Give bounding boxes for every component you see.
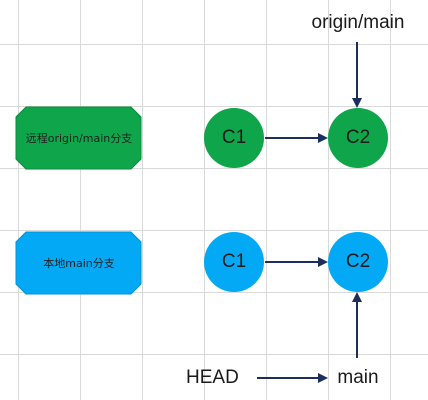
remote-commit-c2-label: C2 — [345, 127, 371, 148]
remote-commit-c2 — [328, 108, 388, 168]
head-label: HEAD — [186, 367, 239, 388]
remote-branch-box — [15, 106, 142, 170]
remote-commit-c1-label: C1 — [221, 127, 247, 148]
local-commit-c1 — [204, 232, 264, 292]
remote-commit-c1 — [204, 108, 264, 168]
local-commit-c1-label: C1 — [221, 251, 247, 272]
remote-branch-label: 远程origin/main分支 — [25, 131, 133, 145]
local-branch-box — [15, 231, 142, 295]
local-commit-c2-label: C2 — [345, 251, 371, 272]
local-commit-c2 — [328, 232, 388, 292]
origin-main-pointer-label: origin/main — [311, 12, 405, 33]
local-branch-label: 本地main分支 — [43, 256, 115, 270]
main-pointer-label: main — [337, 367, 379, 388]
